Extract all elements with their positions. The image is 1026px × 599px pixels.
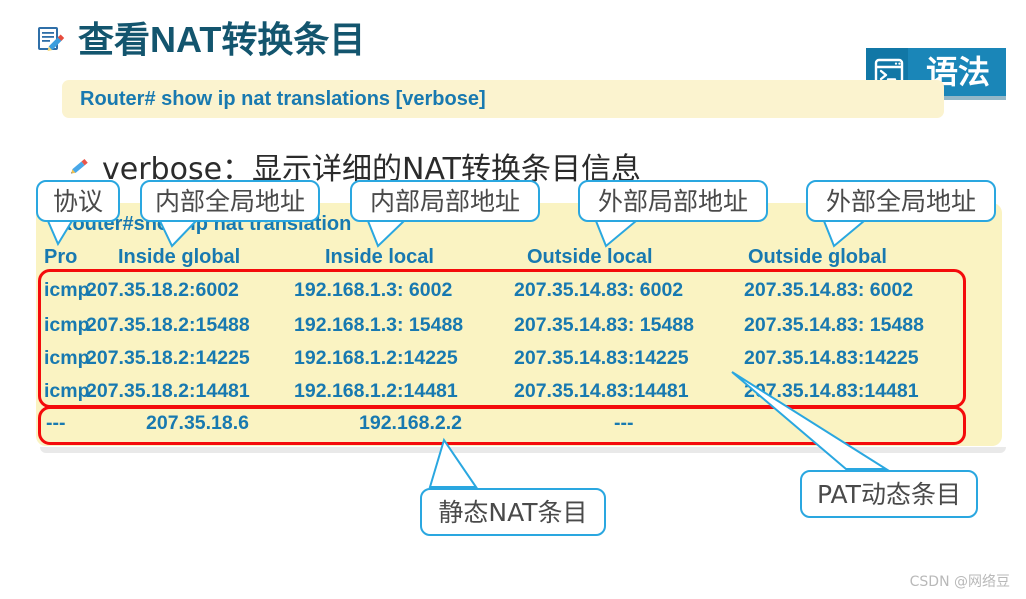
cell-inside-global: 207.35.18.2:14481	[86, 380, 250, 402]
cell-inside-local: 192.168.1.3: 15488	[294, 314, 464, 336]
cell-outside-local: 207.35.14.83: 6002	[514, 279, 684, 301]
cell-pro: icmp	[44, 279, 90, 301]
cell-pro: icmp	[44, 380, 90, 402]
column-header-outside-local: Outside local	[527, 246, 653, 268]
cell-outside-global: 207.35.14.83: 15488	[744, 314, 924, 336]
cell-inside-local: 192.168.1.2:14481	[294, 380, 458, 402]
panel-shadow	[40, 447, 1006, 453]
callout-pat-dynamic-entry: PAT动态条目	[800, 470, 978, 518]
cell-outside-local: ---	[614, 412, 634, 434]
cell-outside-local: 207.35.14.83: 15488	[514, 314, 694, 336]
cell-outside-global: 207.35.14.83:14481	[744, 380, 919, 402]
cell-inside-global: 207.35.18.6	[146, 412, 250, 434]
page-title-row: 查看NAT转换条目	[36, 22, 365, 58]
cell-inside-global: 207.35.18.2:6002	[86, 279, 239, 301]
command-bar: Router# show ip nat translations [verbos…	[62, 80, 944, 118]
cell-outside-global: 207.35.14.83:14225	[744, 347, 919, 369]
cell-inside-global: 207.35.18.2:14225	[86, 347, 250, 369]
cell-outside-local: 207.35.14.83:14481	[514, 380, 689, 402]
pencil-icon	[71, 158, 88, 174]
cell-inside-local: 192.168.1.2:14225	[294, 347, 458, 369]
callout-static-nat-entry: 静态NAT条目	[420, 488, 606, 536]
highlight-box-static-entry	[38, 406, 966, 445]
cell-inside-local: 192.168.2.2	[359, 412, 463, 434]
cell-pro: ---	[46, 412, 66, 434]
cell-outside-global: 207.35.14.83: 6002	[744, 279, 914, 301]
callout-inside-global: 内部全局地址	[140, 180, 320, 222]
column-header-inside-global: Inside global	[118, 246, 241, 268]
column-header-outside-global: Outside global	[748, 246, 887, 268]
cell-pro: icmp	[44, 347, 90, 369]
callout-outside-global: 外部全局地址	[806, 180, 996, 222]
document-edit-icon	[38, 27, 65, 52]
command-text: Router# show ip nat translations [verbos…	[80, 88, 486, 110]
cell-pro: icmp	[44, 314, 90, 336]
watermark: CSDN @网络豆	[909, 574, 1010, 590]
cell-inside-global: 207.35.18.2:15488	[86, 314, 250, 336]
column-header-pro: Pro	[44, 246, 78, 268]
column-header-inside-local: Inside local	[325, 246, 434, 268]
cell-outside-local: 207.35.14.83:14225	[514, 347, 689, 369]
cell-inside-local: 192.168.1.3: 6002	[294, 279, 453, 301]
page-title: 查看NAT转换条目	[78, 19, 366, 60]
callout-inside-local: 内部局部地址	[350, 180, 540, 222]
callout-outside-local: 外部局部地址	[578, 180, 768, 222]
callout-protocol: 协议	[36, 180, 120, 222]
